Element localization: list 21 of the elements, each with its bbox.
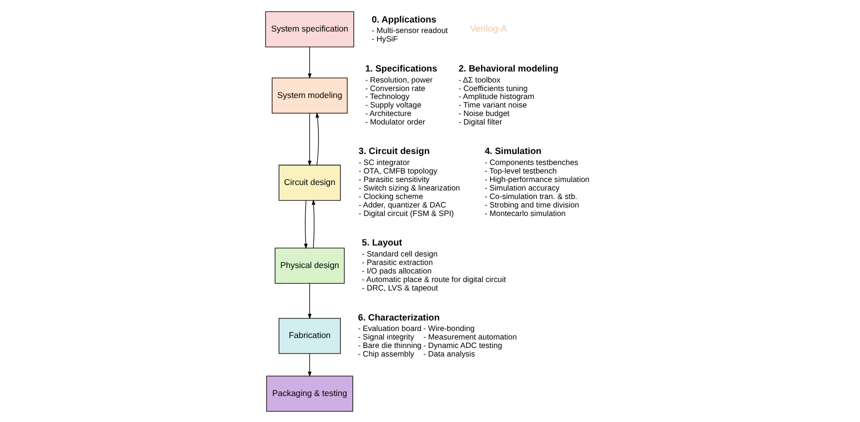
label: 1. Specifications [364, 63, 437, 74]
node-box: Packaging & testing [266, 375, 353, 412]
arrow [303, 200, 308, 248]
arrow [307, 282, 312, 319]
arrow [307, 352, 312, 376]
arrow [307, 46, 312, 78]
node-box: System specification [264, 10, 354, 47]
arrow [307, 112, 312, 166]
node-box: Physical design [274, 247, 344, 284]
label: 4. Simulation [484, 146, 541, 156]
arrow [311, 199, 315, 248]
node-box: Fabrication [278, 317, 340, 354]
label: 5. Layout [361, 237, 402, 248]
label: 0. Applications [371, 14, 436, 24]
label: 2. Behavioral modeling [458, 63, 558, 74]
arrow [315, 112, 319, 165]
label: 6. Characterization [358, 312, 440, 322]
node-box: Circuit design [278, 164, 340, 200]
label: Verilog-A [470, 23, 507, 34]
node-box: System modeling [271, 77, 348, 114]
label: 3. Circuit design [358, 146, 430, 156]
